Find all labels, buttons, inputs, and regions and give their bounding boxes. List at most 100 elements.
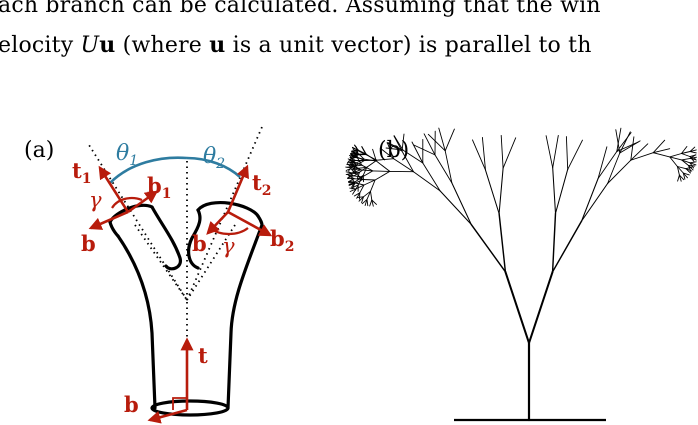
tree-branch — [504, 270, 530, 344]
b-trunk-label: b — [124, 392, 139, 417]
tree-branch — [554, 168, 569, 214]
tree-branch — [349, 188, 357, 192]
tree-branch — [682, 172, 686, 180]
tree-branch — [356, 196, 364, 198]
line2-mid-text: (where — [115, 33, 210, 58]
tree-branch — [349, 156, 355, 163]
tree-branch — [422, 162, 441, 192]
tree-branch — [652, 139, 666, 154]
unit-vector-symbol-2: u — [209, 32, 226, 58]
tree-branch — [688, 165, 694, 171]
tree-branch — [498, 167, 504, 215]
tree-branch — [678, 174, 682, 182]
branch-diagram: θ1 θ2 t1 b1 γ b b — [72, 126, 294, 424]
tree-branch — [363, 179, 376, 186]
tree-branch — [607, 159, 632, 184]
b-left-label: b — [81, 231, 96, 256]
tree-branch — [355, 158, 365, 164]
line2-post-text: is a unit vector) is parallel to th — [225, 33, 592, 58]
tree-branch — [351, 168, 357, 175]
tree-branch — [423, 133, 436, 156]
tree-branch — [351, 169, 362, 174]
b-left-arrow — [88, 210, 129, 230]
b1-arrow — [127, 190, 159, 214]
tree-branch — [348, 180, 356, 184]
tree-branch — [444, 150, 453, 184]
tree-branch — [597, 146, 608, 179]
tree-branch — [669, 156, 683, 161]
tree-branch — [353, 167, 357, 175]
tree-branch — [347, 160, 354, 166]
tree-branch — [551, 212, 557, 273]
tree-branch — [375, 160, 391, 172]
unit-vector-symbol: u — [99, 32, 116, 58]
tree-branch — [676, 166, 687, 170]
tree-branch — [349, 154, 357, 158]
t2-arrow — [226, 164, 249, 213]
tree-branch — [352, 175, 363, 178]
tree-branch — [689, 156, 697, 160]
tree-branch — [451, 182, 472, 225]
tree-branch — [353, 161, 363, 166]
tree-branch — [444, 128, 455, 152]
tree-branch — [348, 182, 356, 185]
tree-branch — [354, 182, 365, 186]
tree-branch — [689, 161, 697, 164]
paragraph-line-1-text: ach branch can be calculated. Assuming t… — [0, 0, 601, 18]
tree-branch — [369, 199, 373, 207]
tree-branch — [355, 184, 365, 190]
tree-branch — [678, 174, 685, 181]
tree-branch — [349, 187, 357, 190]
tree-branch — [669, 153, 682, 158]
tree-branch — [366, 190, 371, 200]
tree-branch — [366, 159, 378, 168]
tree-branch — [360, 169, 374, 172]
gamma-right-label: γ — [222, 234, 235, 258]
paragraph-line-1: ach branch can be calculated. Assuming t… — [0, 0, 601, 18]
tree-branch — [681, 159, 689, 166]
t2-label: t2 — [252, 170, 271, 199]
tree-branch — [439, 190, 472, 225]
tree-branch — [365, 153, 377, 162]
tree-branch — [355, 173, 364, 180]
tree-branch — [481, 136, 486, 171]
tree-branch — [379, 147, 395, 160]
tree-branch — [361, 196, 364, 204]
tree-branch — [676, 166, 684, 174]
tree-branch — [484, 169, 500, 215]
tree-branch — [607, 152, 621, 184]
tree-branch — [669, 156, 678, 167]
b2-label: b2 — [270, 226, 294, 255]
tree-branch — [565, 136, 569, 170]
tree-branch — [370, 179, 376, 192]
tree-branch — [370, 190, 373, 201]
tree-branch — [652, 152, 671, 158]
tree-branch — [357, 152, 365, 160]
tree-branch — [346, 161, 355, 163]
tree-branch — [374, 170, 391, 181]
tree-branch — [616, 132, 632, 152]
tree-branch — [681, 153, 691, 157]
tree-branch — [411, 141, 424, 164]
tree-branch — [352, 188, 357, 195]
tree-branch — [413, 171, 441, 192]
tree-branch — [350, 154, 358, 159]
tree-branch — [371, 199, 374, 207]
tree-branch — [689, 146, 696, 152]
tree-branch — [361, 164, 374, 172]
tree-branch — [689, 156, 695, 162]
t1-label: t1 — [72, 158, 91, 187]
tree-branch — [352, 184, 359, 189]
tree-branch — [361, 198, 368, 205]
tree-branch — [552, 135, 559, 169]
tree-branch — [528, 270, 554, 344]
vector-labels: t1 b1 γ b b γ b2 t2 t b — [72, 158, 294, 417]
theta2-arc — [186, 156, 241, 178]
tree-branch — [689, 151, 697, 154]
tree-branch — [545, 135, 554, 169]
tree-branch — [350, 177, 356, 184]
tree-branch — [346, 174, 354, 177]
tree-branch — [630, 143, 649, 161]
tree-branch — [353, 151, 358, 159]
